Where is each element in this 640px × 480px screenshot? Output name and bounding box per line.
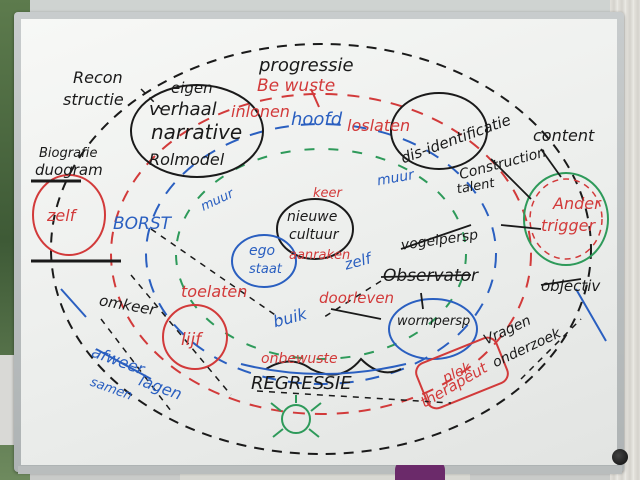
label-eigen: eigen	[171, 79, 213, 97]
label-staat: staat	[249, 262, 283, 277]
sun-rays	[270, 395, 322, 438]
label-rolmodel: Rolmodel	[149, 150, 225, 169]
label-ego: ego	[249, 243, 275, 259]
whiteboard-drawing: progressie Be wuste hoofd loslaten dis-i…	[31, 43, 609, 455]
label-objectiv: objectiv	[541, 277, 601, 295]
label-buik: buik	[271, 304, 309, 331]
label-onbewuste: onbewuste	[261, 351, 338, 367]
green-dashed-ellipse	[175, 148, 467, 360]
therapeut-box	[415, 336, 509, 410]
label-muur-right: muur	[376, 167, 417, 189]
dis-identificatie-circle	[390, 92, 488, 170]
label-nieuwe: nieuwe	[287, 209, 337, 225]
magnet	[612, 449, 628, 465]
label-loslaten: loslaten	[347, 116, 410, 135]
ceiling	[0, 0, 640, 14]
underline-strokes	[31, 179, 121, 263]
label-keer: keer	[313, 186, 344, 201]
label-narrative: narrative	[151, 120, 242, 144]
label-regressie: REGRESSIE	[251, 373, 352, 394]
whiteboard: progressie Be wuste hoofd loslaten dis-i…	[21, 19, 628, 465]
purple-bag	[395, 460, 445, 480]
label-content: content	[533, 126, 595, 145]
label-reconstructie-top: Recon	[73, 68, 123, 87]
blue-dashed-ellipse	[145, 123, 497, 385]
label-wormperspectief: wormpersp	[397, 314, 470, 329]
label-biografie: Biografie	[39, 146, 97, 161]
label-trigger: trigger	[541, 216, 596, 235]
blue-wave	[240, 363, 407, 375]
label-cultuur: cultuur	[289, 227, 340, 243]
label-zelf: zelf	[46, 206, 78, 225]
label-talent: talent	[456, 176, 497, 198]
dashed-connectors	[100, 88, 582, 412]
red-dashed-ellipse	[110, 93, 532, 415]
blue-strokes	[60, 288, 607, 380]
marker-tray	[18, 466, 622, 474]
solid-arrows	[330, 148, 582, 320]
label-hoofd: hoofd	[291, 109, 343, 130]
label-observator: Observator	[383, 266, 479, 286]
label-bewuste: Be wuste	[257, 76, 335, 96]
sun-circle	[281, 404, 311, 434]
label-doorleven: doorleven	[319, 289, 394, 307]
label-muur-left: muur	[199, 186, 238, 215]
label-lijf: lijf	[181, 330, 204, 350]
arrow-down-red	[310, 88, 320, 108]
label-toelaten: toelaten	[181, 282, 247, 301]
label-inlonen: inlonen	[231, 102, 290, 121]
nieuwe-cultuur-circle	[276, 198, 354, 260]
ego-staat-circle	[231, 234, 297, 288]
label-vogelperspectief: vogelpersp	[400, 227, 479, 254]
label-progressie: progressie	[258, 55, 354, 76]
label-ander: Ander	[552, 194, 602, 213]
outer-dashed-ellipse	[50, 43, 592, 455]
label-lagen: lagen	[136, 371, 184, 404]
lijf-circle	[162, 304, 228, 370]
label-borst: BORST	[113, 214, 173, 234]
ander-trigger-circle-red	[529, 178, 603, 260]
label-reconstructie-bottom: structie	[63, 90, 124, 109]
label-verhaal: verhaal	[149, 99, 217, 120]
label-aanraken: aanraken	[289, 248, 350, 263]
label-construction: Construction	[458, 145, 548, 184]
narrative-circle	[130, 84, 264, 178]
label-duogram: duogram	[35, 161, 103, 179]
zelf-circle	[32, 174, 106, 256]
ander-trigger-circle-green	[523, 172, 609, 266]
label-afweer: afweer	[89, 342, 148, 379]
